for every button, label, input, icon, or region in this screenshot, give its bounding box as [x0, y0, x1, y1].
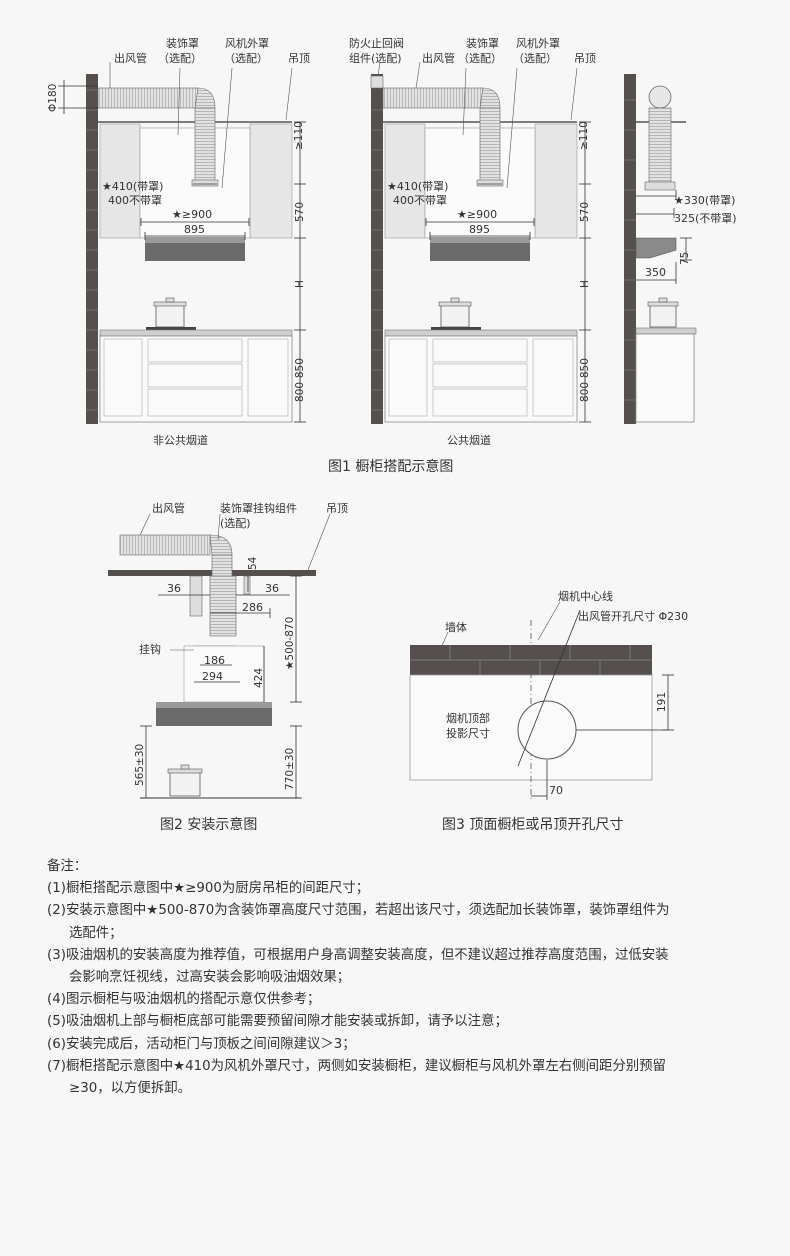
fig1-left-ceiling-label: 吊顶 — [288, 52, 310, 65]
notes-title: 备注： — [47, 859, 88, 874]
fig1-side-s330: ★330(带罩) — [674, 194, 735, 207]
fig1-left-optional-label: （选配） — [158, 52, 202, 65]
diagram-canvas: 出风管 装饰罩 （选配） 风机外罩 （选配） 吊顶 Φ180 ≥110 ★410… — [47, 36, 737, 833]
fig1-left-h570: 570 — [294, 202, 306, 222]
pot — [169, 771, 201, 797]
fig3-center-line-label: 烟机中心线 — [558, 589, 613, 603]
note-2-cont: 选配件； — [69, 925, 123, 941]
fig1-mid-deco-label: 装饰罩 — [466, 36, 499, 50]
wall — [371, 74, 383, 424]
fig2-optional-label: (选配) — [220, 517, 251, 530]
fig1-mid-fire-valve-1: 防火止回阀 — [349, 36, 404, 50]
fig3-hole-size-label: 出风管开孔尺寸 Φ230 — [578, 609, 688, 623]
fig2-d54: 54 — [247, 556, 259, 570]
fig1-mid-hH: H — [579, 280, 591, 288]
fig2-ceiling-label: 吊顶 — [326, 502, 348, 515]
outlet-hole — [517, 700, 577, 760]
hook-kit — [189, 575, 203, 617]
fig1-mid-h570: 570 — [579, 202, 591, 222]
fig1-mid-fire-valve-2: 组件(选配) — [349, 51, 402, 65]
fig1-mid-s410: ★410(带罩) — [387, 180, 448, 193]
note-7: (7)橱柜搭配示意图中★410为风机外罩尺寸，两侧如安装橱柜，建议橱柜与风机外罩… — [47, 1058, 666, 1074]
fig2-outlet-label: 出风管 — [152, 501, 185, 515]
fig3-projection-label-2: 投影尺寸 — [446, 726, 490, 740]
fig1-side-d75: 75 — [679, 252, 691, 265]
fig1-left-deco-label: 装饰罩 — [166, 36, 199, 50]
fig1-left-ge900: ★≥900 — [172, 208, 212, 221]
fig1-middle-diagram — [370, 61, 591, 424]
outlet-duct — [97, 87, 199, 109]
wall — [624, 74, 636, 424]
fig1-mid-ceiling-label: 吊顶 — [574, 52, 596, 65]
fig2-d770: 770±30 — [284, 748, 296, 790]
fig1-mid-ge110: ≥110 — [578, 121, 590, 150]
fig1-left-hood-cover-label: 风机外罩 — [225, 36, 269, 50]
fig2-diagram — [108, 513, 331, 799]
range-hood-side — [635, 237, 677, 259]
fig3-caption: 图3 顶面橱柜或吊顶开孔尺寸 — [442, 817, 623, 833]
fig2-d294: 294 — [202, 670, 223, 683]
fig2-d565: 565±30 — [134, 744, 146, 786]
fig2-caption: 图2 安装示意图 — [160, 816, 257, 833]
fig1-mid-optional2-label: （选配） — [513, 52, 557, 65]
fig2-d36a: 36 — [167, 582, 181, 595]
fig1-side-d350: 350 — [645, 266, 666, 279]
fig3-d191: 191 — [656, 692, 668, 712]
fig1-caption: 图1 橱柜搭配示意图 — [328, 458, 453, 475]
fig2-d36b: 36 — [265, 582, 279, 595]
fire-valve — [370, 75, 384, 89]
note-3: (3)吸油烟机的安装高度为推荐值，可根据用户身高调整安装高度，但不建议超过推荐高… — [47, 947, 669, 963]
fig2-d286: 286 — [242, 601, 263, 614]
fig1-left-ge110: ≥110 — [293, 121, 305, 150]
fig1-middle-subcaption: 公共烟道 — [447, 433, 491, 447]
fig3-diagram — [409, 601, 674, 800]
fig1-left-outlet-label: 出风管 — [114, 51, 147, 65]
fig1-mid-outlet-label: 出风管 — [422, 51, 455, 65]
pot — [155, 304, 185, 328]
fig3-wall-label: 墙体 — [445, 620, 467, 634]
fig1-left-optional2-label: （选配） — [224, 52, 268, 65]
fig1-mid-s400: 400不带罩 — [393, 194, 447, 207]
fig2-hook-kit-label: 装饰罩挂钩组件 — [220, 501, 297, 515]
note-6: (6)安装完成后，活动柜门与顶板之间间隙建议＞3； — [47, 1036, 356, 1052]
fig1-left-hH: H — [294, 280, 306, 288]
fig1-left-diagram — [58, 62, 306, 424]
note-2: (2)安装示意图中★500-870为含装饰罩高度尺寸范围，若超出该尺寸，须选配加… — [47, 903, 670, 919]
note-4: (4)图示橱柜与吸油烟机的搭配示意仅供参考； — [47, 992, 321, 1008]
outlet-duct — [382, 87, 484, 109]
fig1-mid-ge900: ★≥900 — [457, 208, 497, 221]
fig1-side-diagram — [624, 74, 697, 424]
note-1: (1)橱柜搭配示意图中★≥900为厨房吊柜的间距尺寸； — [47, 881, 370, 897]
fig1-mid-optional-label: （选配） — [458, 52, 502, 65]
fig2-hook-label: 挂钩 — [139, 642, 161, 656]
fig1-side-s325: 325(不带罩) — [674, 212, 737, 225]
note-5: (5)吸油烟机上部与橱柜底部可能需要预留间隙才能安装或拆卸，请予以注意； — [47, 1014, 508, 1030]
fig1-left-s410: ★410(带罩) — [102, 180, 163, 193]
fig1-mid-w895: 895 — [469, 223, 490, 236]
fig2-d186: 186 — [204, 654, 225, 667]
fig2-d424: 424 — [253, 668, 265, 688]
note-3-cont: 会影响烹饪视线，过高安装会影响吸油烟效果； — [69, 970, 351, 986]
fig1-left-subcaption: 非公共烟道 — [153, 433, 208, 447]
wall — [86, 74, 98, 424]
fig2-s500: ★500-870 — [284, 617, 296, 670]
fig1-left-s400: 400不带罩 — [108, 194, 162, 207]
notes-section: 备注： (1)橱柜搭配示意图中★≥900为厨房吊柜的间距尺寸； (2)安装示意图… — [47, 856, 767, 1100]
fig1-mid-h800: 800-850 — [579, 358, 591, 402]
fig1-mid-hood-cover-label: 风机外罩 — [516, 36, 560, 50]
fig1-left-h800: 800-850 — [294, 358, 306, 402]
fig3-projection-label-1: 烟机顶部 — [446, 711, 490, 725]
pot — [440, 304, 470, 328]
fig3-d70: 70 — [549, 784, 563, 797]
fig1-left-w895: 895 — [184, 223, 205, 236]
fig1-left-phi180: Φ180 — [47, 84, 59, 112]
pot — [649, 304, 677, 328]
note-7-cont: ≥30，以方便拆卸。 — [69, 1081, 191, 1097]
